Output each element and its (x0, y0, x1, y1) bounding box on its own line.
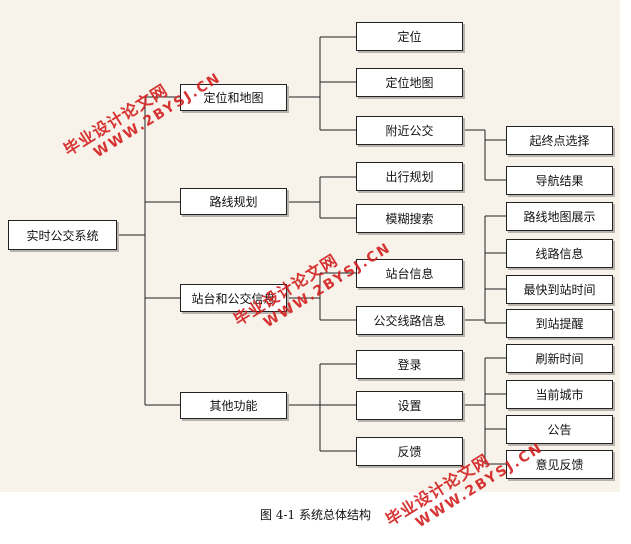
figure-caption: 图 4-1 系统总体结构 (260, 508, 371, 522)
node-opinion-feedback: 意见反馈 (506, 450, 613, 479)
node-trip-planning: 出行规划 (356, 162, 463, 191)
node-nearby-bus: 附近公交 (356, 116, 463, 145)
node-refresh-time: 刷新时间 (506, 344, 613, 373)
node-bus-line-info: 公交线路信息 (356, 306, 463, 335)
node-settings: 设置 (356, 391, 463, 420)
node-fastest-arrival: 最快到站时间 (506, 275, 613, 304)
node-announcement: 公告 (506, 415, 613, 444)
node-login: 登录 (356, 350, 463, 379)
node-positioning-map: 定位和地图 (180, 84, 287, 111)
node-root: 实时公交系统 (8, 220, 117, 250)
node-feedback: 反馈 (356, 437, 463, 466)
node-station-info: 站台信息 (356, 259, 463, 288)
connector-lines (117, 36, 506, 465)
diagram-stage: 实时公交系统 定位和地图 路线规划 站台和公交信息 其他功能 定位 定位地图 附… (0, 0, 620, 532)
node-fuzzy-search: 模糊搜索 (356, 204, 463, 233)
node-route-map-display: 路线地图展示 (506, 202, 613, 231)
node-route-planning: 路线规划 (180, 188, 287, 215)
node-current-city: 当前城市 (506, 380, 613, 409)
node-positioning-mapview: 定位地图 (356, 68, 463, 97)
node-navigation-result: 导航结果 (506, 166, 613, 195)
node-station-bus-info: 站台和公交信息 (180, 284, 287, 312)
node-start-end-select: 起终点选择 (506, 126, 613, 155)
node-arrival-reminder: 到站提醒 (506, 309, 613, 338)
node-other-functions: 其他功能 (180, 392, 287, 419)
node-line-info: 线路信息 (506, 239, 613, 268)
node-positioning: 定位 (356, 22, 463, 51)
